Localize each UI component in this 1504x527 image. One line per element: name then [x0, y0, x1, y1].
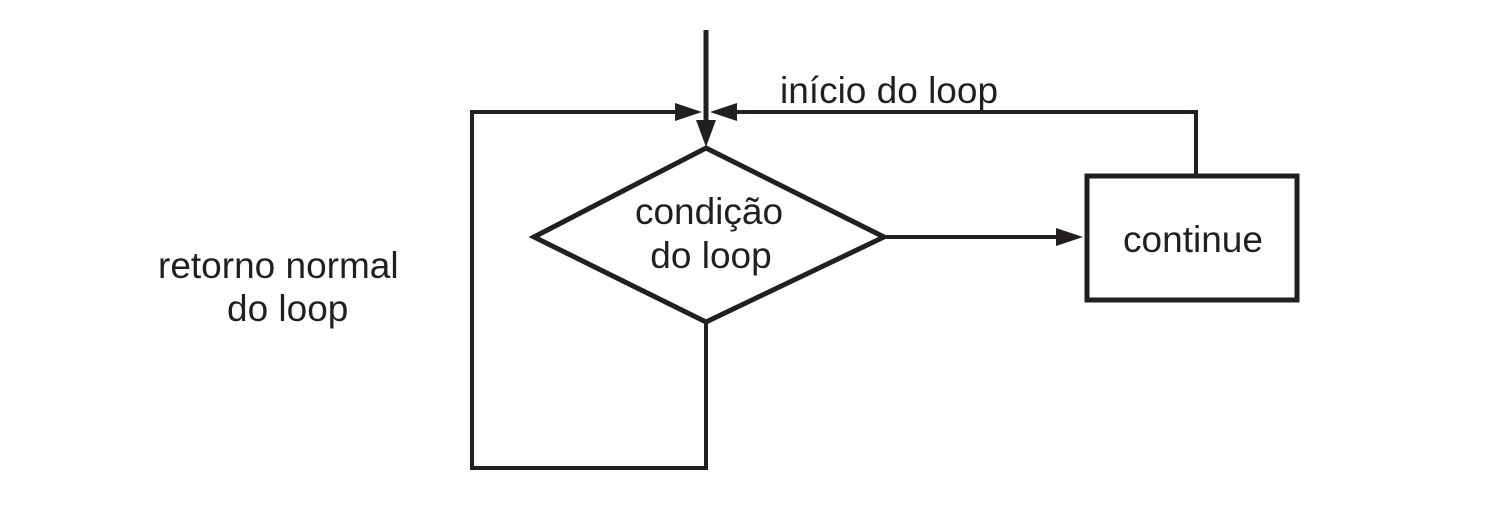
entry-arrow [696, 30, 716, 147]
condition-label-line1: condição [635, 191, 783, 232]
continue-box [1084, 173, 1300, 303]
loop-start-label: início do loop [780, 70, 998, 111]
condition-label-line2: do loop [650, 235, 771, 276]
condition-to-continue-arrow [886, 228, 1083, 246]
normal-return-arrow [470, 103, 708, 470]
loop-start-arrow [710, 103, 1198, 176]
normal-return-label-line2: do loop [227, 288, 348, 329]
normal-return-label-line1: retorno normal [158, 245, 399, 286]
condition-diamond [528, 145, 890, 325]
continue-label: continue [1123, 219, 1263, 260]
